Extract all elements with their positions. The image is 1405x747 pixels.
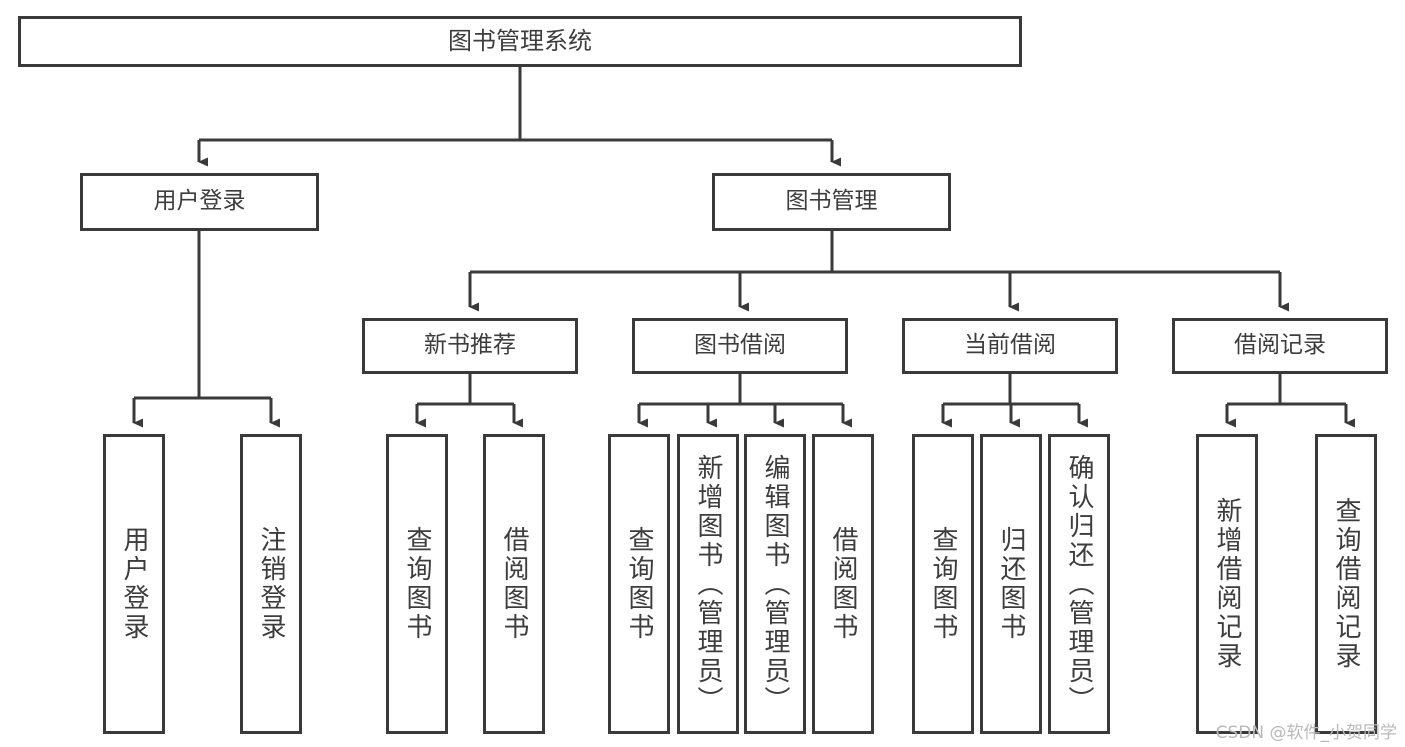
node-current-borrow-label: 当前借阅 <box>964 332 1056 359</box>
node-user-login[interactable]: 用户登录 <box>80 173 319 231</box>
node-leaf-borrow-book-1[interactable]: 借阅图书 <box>483 434 545 734</box>
node-leaf-borrow-book-2[interactable]: 借阅图书 <box>812 434 874 734</box>
node-book-manage-label: 图书管理 <box>785 188 878 215</box>
node-current-borrow[interactable]: 当前借阅 <box>902 318 1118 374</box>
node-leaf-query-borrow-record[interactable]: 查询借阅记录 <box>1315 434 1377 734</box>
node-leaf-edit-book[interactable]: 编辑图书（管理员） <box>744 434 806 734</box>
node-leaf-return-book[interactable]: 归还图书 <box>980 434 1042 734</box>
node-leaf-user-login-label: 用户登录 <box>119 526 149 642</box>
node-leaf-user-login[interactable]: 用户登录 <box>103 434 165 734</box>
node-leaf-confirm-return[interactable]: 确认归还（管理员） <box>1048 434 1110 734</box>
node-root[interactable]: 图书管理系统 <box>18 16 1022 67</box>
node-leaf-query-borrow-record-label: 查询借阅记录 <box>1331 497 1361 671</box>
watermark-text: CSDN @软件_小贺同学 <box>1215 723 1397 743</box>
node-leaf-borrow-book-2-label: 借阅图书 <box>828 526 858 642</box>
node-leaf-confirm-return-label: 确认归还（管理员） <box>1064 453 1094 715</box>
node-book-borrow-label: 图书借阅 <box>694 332 786 359</box>
node-leaf-user-logout-label: 注销登录 <box>256 526 286 642</box>
node-book-borrow[interactable]: 图书借阅 <box>632 318 848 374</box>
node-leaf-user-logout[interactable]: 注销登录 <box>240 434 302 734</box>
node-leaf-query-book-2-label: 查询图书 <box>624 526 654 642</box>
node-new-book-recommend[interactable]: 新书推荐 <box>362 318 578 374</box>
node-leaf-query-book-3-label: 查询图书 <box>928 526 958 642</box>
node-user-login-label: 用户登录 <box>153 188 246 215</box>
node-leaf-add-book-label: 新增图书（管理员） <box>693 453 723 715</box>
node-leaf-borrow-book-1-label: 借阅图书 <box>499 526 529 642</box>
node-leaf-query-book-1[interactable]: 查询图书 <box>386 434 448 734</box>
node-new-book-recommend-label: 新书推荐 <box>424 332 516 359</box>
node-leaf-return-book-label: 归还图书 <box>996 526 1026 642</box>
node-leaf-query-book-2[interactable]: 查询图书 <box>608 434 670 734</box>
node-root-label: 图书管理系统 <box>448 27 592 56</box>
node-leaf-query-book-1-label: 查询图书 <box>402 526 432 642</box>
node-book-manage[interactable]: 图书管理 <box>712 173 951 231</box>
node-leaf-edit-book-label: 编辑图书（管理员） <box>760 453 790 715</box>
node-leaf-add-borrow-record-label: 新增借阅记录 <box>1212 497 1242 671</box>
node-borrow-record-label: 借阅记录 <box>1234 332 1326 359</box>
node-leaf-add-book[interactable]: 新增图书（管理员） <box>677 434 739 734</box>
node-leaf-query-book-3[interactable]: 查询图书 <box>912 434 974 734</box>
node-borrow-record[interactable]: 借阅记录 <box>1172 318 1388 374</box>
node-leaf-add-borrow-record[interactable]: 新增借阅记录 <box>1196 434 1258 734</box>
